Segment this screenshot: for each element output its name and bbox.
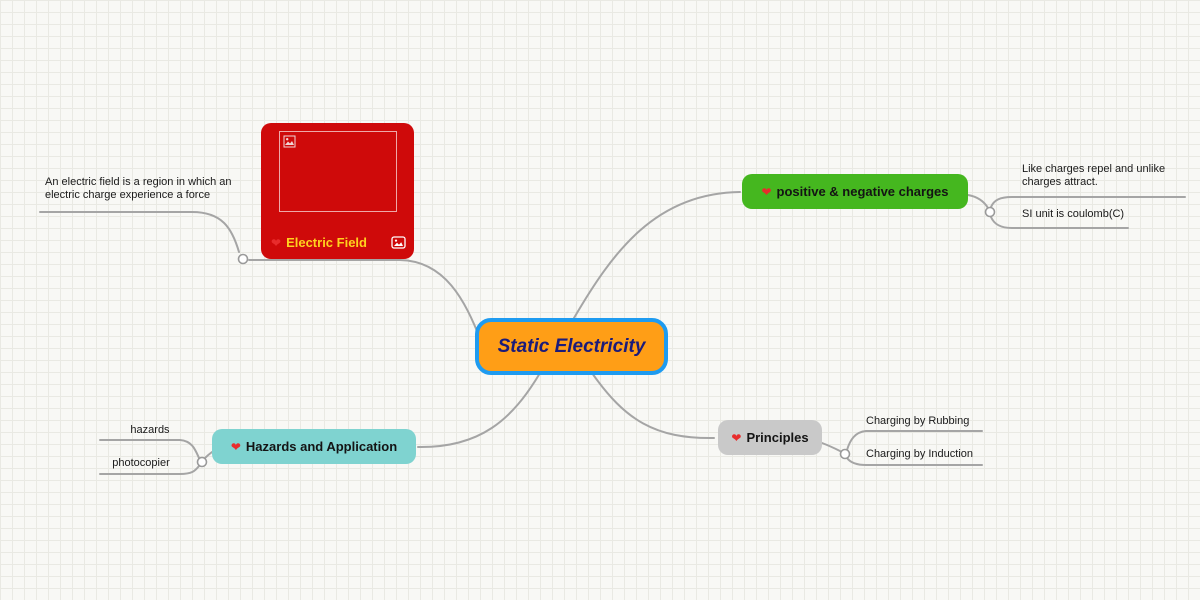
- node-label: Electric Field: [286, 235, 367, 250]
- heart-icon: ❤: [761, 184, 772, 199]
- node-electric-field-note[interactable]: An electric field is a region in which a…: [45, 176, 232, 201]
- node-charging-by-induction[interactable]: Charging by Induction: [866, 448, 974, 460]
- edge-hazards-child-2: [99, 465, 200, 475]
- edge-hazards-dot: [204, 451, 213, 459]
- node-hazards[interactable]: hazards: [130, 424, 170, 436]
- edge-center-principles: [591, 372, 715, 440]
- node-photocopier[interactable]: photocopier: [112, 457, 170, 469]
- node-label: positive & negative charges: [776, 184, 949, 199]
- edge-principles-child-1: [846, 430, 983, 451]
- toggle-dot-hazards[interactable]: [196, 456, 208, 468]
- image-placeholder[interactable]: [279, 131, 397, 212]
- node-principles[interactable]: ❤ Principles: [718, 420, 822, 455]
- edge-principles-child-2: [846, 457, 983, 466]
- node-label: Principles: [746, 430, 809, 445]
- center-node-label: Static Electricity: [497, 335, 646, 357]
- edge-charges-child-2: [990, 216, 1129, 229]
- toggle-dot-principles[interactable]: [839, 448, 851, 460]
- heart-icon: ❤: [230, 439, 241, 454]
- node-si-unit-coulomb[interactable]: SI unit is coulomb(C): [1022, 208, 1125, 220]
- node-label: Hazards and Application: [245, 439, 398, 454]
- edge-hazards-child-1: [99, 439, 200, 459]
- edge-center-charges: [573, 191, 741, 319]
- node-hazards-and-application[interactable]: ❤ Hazards and Application: [212, 429, 416, 464]
- toggle-dot-charges[interactable]: [984, 206, 996, 218]
- heart-icon: ❤: [731, 430, 742, 445]
- edge-principles-dot: [821, 442, 841, 452]
- node-like-charges-repel[interactable]: Like charges repel and unlike charges at…: [1022, 163, 1166, 188]
- edge-electric-field-note: [39, 211, 240, 253]
- toggle-dot-electric-field[interactable]: [237, 253, 249, 265]
- broken-image-icon: [283, 135, 296, 148]
- node-positive-negative-charges[interactable]: ❤ positive & negative charges: [742, 174, 968, 209]
- edge-charges-dot: [967, 194, 989, 209]
- node-charging-by-rubbing[interactable]: Charging by Rubbing: [866, 415, 970, 427]
- node-electric-field[interactable]: ❤ Electric Field: [261, 123, 414, 259]
- image-icon[interactable]: [391, 236, 406, 249]
- edge-charges-child-1: [990, 196, 1186, 208]
- edge-center-hazards: [417, 372, 541, 449]
- heart-icon: ❤: [271, 235, 282, 250]
- edge-center-electric-field: [248, 259, 482, 342]
- node-static-electricity[interactable]: Static Electricity: [475, 318, 668, 375]
